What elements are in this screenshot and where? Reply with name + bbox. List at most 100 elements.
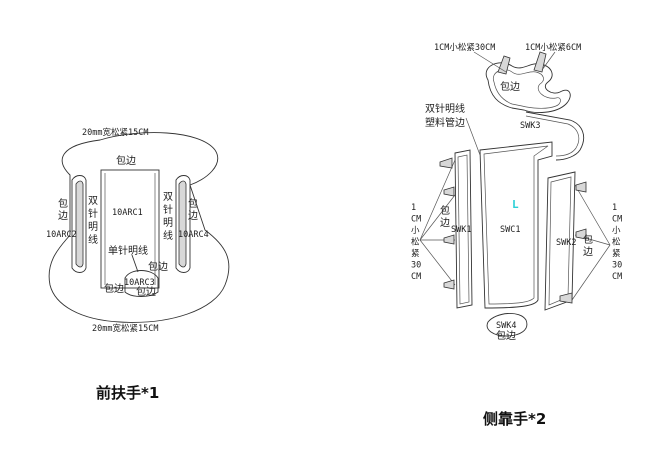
front-armrest-caption: 前扶手*1: [96, 384, 159, 402]
side-swk4-code: SWK4: [496, 321, 516, 331]
vertical-glyph: 紧: [411, 249, 420, 259]
side-left-panel-inner: [457, 154, 470, 305]
side-right-tab-2: [575, 228, 587, 240]
side-bottom-piece: [486, 313, 528, 337]
side-stitch-line2: 塑料管边: [425, 116, 465, 129]
side-top-leader-left: [473, 51, 507, 73]
vertical-glyph: 小: [411, 225, 420, 236]
side-right-tab-3: [559, 292, 573, 304]
side-left-leader-2: [419, 194, 456, 241]
front-left-stitch-vertical-text: 双针明线: [88, 195, 98, 246]
vertical-glyph: CM: [612, 215, 622, 225]
side-left-binding-vertical-text: 包边: [440, 204, 450, 229]
side-left-binding-vertical: 包边: [440, 204, 450, 229]
front-outer-outline: [48, 132, 230, 323]
side-swk2-code: SWK2: [556, 238, 576, 248]
front-bottom-binding-right: 包边: [148, 260, 168, 273]
front-single-stitch-label: 单针明线: [108, 244, 148, 257]
front-left-binding-vertical-text: 包边: [58, 197, 68, 222]
vertical-glyph: 松: [411, 237, 420, 248]
vertical-glyph: CM: [411, 215, 421, 225]
side-armrest-group: 1CM小松紧30CM 1CM小松紧6CM 包边 双针明线 塑料管边 SWK3 S…: [411, 42, 622, 428]
side-top-binding: 包边: [500, 80, 520, 93]
front-left-strip: [71, 175, 87, 273]
side-armrest-caption: 侧靠手*2: [483, 410, 546, 428]
vertical-glyph: 小: [612, 225, 621, 236]
side-center-panel: [479, 141, 553, 309]
side-right-binding-vertical-text: 包边: [583, 233, 593, 258]
front-right-binding-vertical: 包边: [188, 197, 198, 222]
side-right-leader-3: [571, 244, 611, 301]
side-top-connector-inner: [525, 115, 580, 157]
front-top-binding-label: 包边: [116, 154, 136, 167]
vertical-glyph: 双: [88, 195, 98, 207]
vertical-glyph: 30: [612, 261, 622, 271]
side-left-tab-2: [443, 186, 455, 197]
side-swk3-code: SWK3: [520, 121, 540, 131]
side-top-loop: [485, 62, 571, 113]
vertical-glyph: 双: [163, 191, 173, 203]
vertical-glyph: 30: [411, 261, 421, 271]
front-right-binding-vertical-text: 包边: [188, 197, 198, 222]
front-bottom-code: 10ARC3: [124, 278, 155, 288]
front-center-panel: [100, 169, 160, 289]
vertical-glyph: 包: [188, 197, 198, 210]
side-top-left-elastic: 1CM小松紧30CM: [434, 42, 495, 53]
vertical-glyph: 边: [58, 210, 68, 222]
front-right-stitch-vertical-text: 双针明线: [163, 191, 173, 242]
side-stitch-line1: 双针明线: [425, 102, 465, 115]
side-right-leaders: [559, 181, 611, 304]
front-left-code: 10ARC2: [46, 230, 77, 240]
vertical-glyph: CM: [411, 272, 421, 282]
side-top-tab-right: [533, 51, 547, 73]
side-swc1-code: SWC1: [500, 225, 520, 235]
vertical-glyph: 包: [583, 233, 593, 246]
vertical-glyph: 线: [88, 233, 98, 246]
vertical-glyph: 边: [188, 210, 198, 222]
vertical-glyph: CM: [612, 272, 622, 282]
side-left-tab-1: [439, 157, 453, 169]
vertical-glyph: 明: [88, 221, 98, 233]
side-swk1-code: SWK1: [451, 225, 471, 235]
side-left-leaders: [419, 157, 456, 290]
vertical-glyph: 1: [411, 203, 416, 213]
side-bottom-binding: 包边: [496, 329, 516, 342]
front-armrest-group: 20mm宽松紧15CM 包边 10ARC1 10ARC2 10ARC4 单针明线…: [46, 127, 230, 402]
front-left-strip-fill: [75, 180, 84, 268]
front-center-code: 10ARC1: [112, 208, 143, 218]
side-stitch-leader: [465, 117, 481, 156]
vertical-glyph: 线: [163, 229, 173, 242]
vertical-glyph: 针: [88, 207, 98, 220]
front-bottom-notch: [131, 254, 139, 273]
side-right-leader-1: [574, 184, 611, 246]
side-top-tab-left: [497, 55, 511, 75]
front-right-stitch-vertical: 双针明线: [163, 191, 173, 242]
front-bottom-piece: [124, 270, 159, 297]
side-center-panel-inner: [483, 145, 549, 305]
vertical-glyph: 紧: [612, 249, 621, 259]
front-right-strip: [175, 175, 191, 273]
side-top-leader-right: [541, 51, 556, 71]
vertical-glyph: 松: [612, 237, 621, 248]
front-right-code: 10ARC4: [178, 230, 209, 240]
side-center-mark: L: [512, 198, 519, 211]
side-right-tab-1: [575, 181, 587, 193]
front-left-stitch-vertical: 双针明线: [88, 195, 98, 246]
front-right-strip-fill: [178, 180, 187, 268]
vertical-glyph: 包: [58, 197, 68, 210]
side-top-loop-inner: [492, 69, 561, 109]
side-top-connector: [525, 111, 584, 161]
side-left-leader-4: [419, 239, 456, 286]
vertical-glyph: 针: [163, 203, 173, 216]
side-left-tab-4: [443, 279, 455, 290]
front-bottom-elastic-label: 20mm宽松紧15CM: [92, 323, 158, 334]
front-left-binding-vertical: 包边: [58, 197, 68, 222]
side-right-binding-vertical: 包边: [583, 233, 593, 258]
side-left-leader-1: [419, 159, 456, 241]
vertical-glyph: 包: [440, 204, 450, 217]
front-top-elastic-label: 20mm宽松紧15CM: [82, 127, 148, 138]
